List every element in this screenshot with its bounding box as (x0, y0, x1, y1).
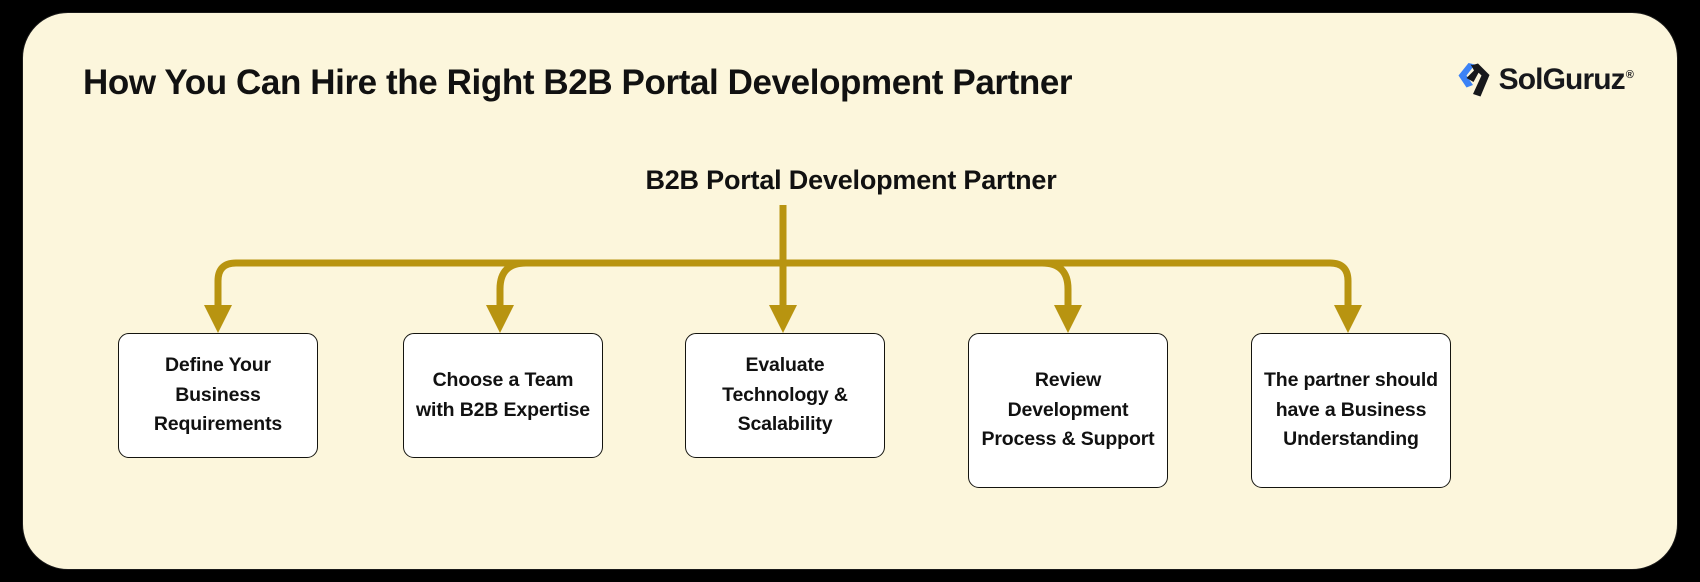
leaf-node-2[interactable]: Choose a Team with B2B Expertise (403, 333, 603, 458)
brand-logo: SolGuruz® (1456, 61, 1634, 99)
page-title: How You Can Hire the Right B2B Portal De… (83, 63, 1073, 102)
root-node: B2B Portal Development Partner (23, 165, 1677, 196)
solguruz-chevron-logo-icon (1458, 63, 1490, 97)
arrowhead-5-icon (1334, 305, 1362, 333)
leaf-node-4-label: Review Development Process & Support (981, 369, 1155, 451)
leaf-node-1[interactable]: Define Your Business Requirements (118, 333, 318, 458)
leaf-node-2-label: Choose a Team with B2B Expertise (416, 368, 590, 421)
leaf-node-row: Define Your Business Requirements Choose… (23, 333, 1677, 523)
brand-logo-wordmark: SolGuruz (1498, 63, 1626, 96)
arrowhead-1-icon (204, 305, 232, 333)
leaf-node-1-label: Define Your Business Requirements (153, 354, 283, 436)
arrowhead-4-icon (1054, 305, 1082, 333)
root-node-label: B2B Portal Development Partner (645, 165, 1057, 195)
arrowhead-2-icon (486, 305, 514, 333)
connector-horizontal-bar (214, 259, 1352, 309)
connector-branch-4 (1041, 259, 1072, 309)
leaf-node-3[interactable]: Evaluate Technology & Scalability (685, 333, 885, 458)
leaf-node-5[interactable]: The partner should have a Business Under… (1251, 333, 1451, 488)
brand-logo-text: SolGuruz® (1498, 63, 1634, 97)
leaf-node-3-label: Evaluate Technology & Scalability (722, 354, 848, 436)
arrowhead-3-icon (769, 305, 797, 333)
content-panel: How You Can Hire the Right B2B Portal De… (22, 12, 1678, 570)
registered-trademark-icon: ® (1625, 69, 1634, 81)
leaf-node-5-label: The partner should have a Business Under… (1264, 369, 1438, 451)
connector-branch-2 (496, 259, 527, 309)
leaf-node-4[interactable]: Review Development Process & Support (968, 333, 1168, 488)
